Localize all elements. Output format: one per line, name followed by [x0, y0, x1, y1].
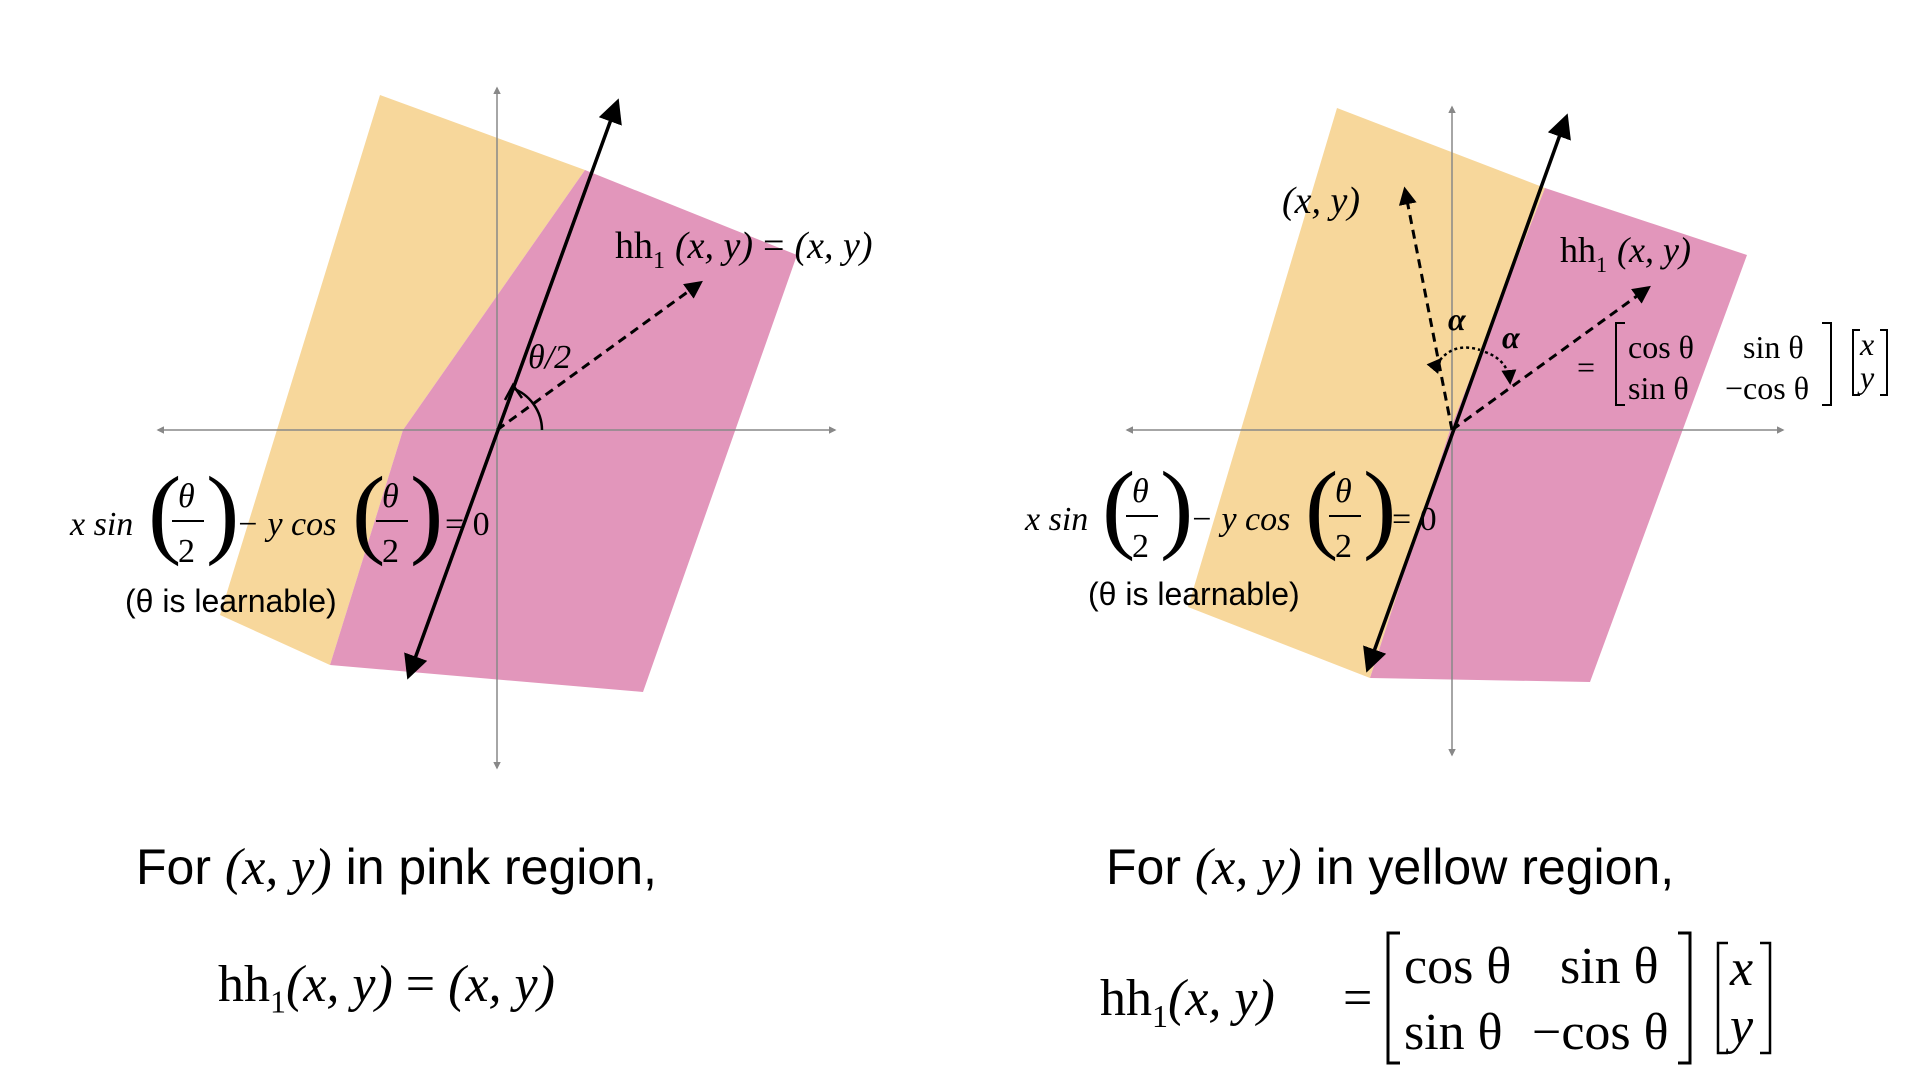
left-line-equation: x sin ( θ 2 ) − y cos ( θ 2 ) = 0	[69, 456, 490, 570]
right-caption: For (x, y) in yellow region,	[1106, 839, 1675, 896]
svg-text:θ: θ	[382, 478, 399, 515]
svg-text:cos θ: cos θ	[1404, 938, 1511, 995]
left-caption: For (x, y) in pink region,	[136, 839, 657, 896]
right-dashed-vector-output	[1451, 285, 1651, 432]
svg-text:x: x	[1729, 940, 1753, 997]
svg-text:=: =	[1343, 970, 1372, 1027]
right-small-matrix: = cos θ sin θ sin θ −cos θ x y	[1577, 322, 1888, 406]
svg-text:−cos θ: −cos θ	[1532, 1004, 1669, 1061]
svg-text:θ: θ	[1335, 473, 1352, 510]
svg-text:= 0: = 0	[1392, 501, 1437, 538]
svg-text:): )	[1363, 451, 1396, 562]
svg-text:− y cos: − y cos	[1190, 501, 1290, 538]
svg-text:hh1(x, y): hh1(x, y)	[1100, 970, 1275, 1034]
left-panel: hh1(x, y)=(x, y) θ/2 x sin ( θ 2 ) − y c…	[69, 86, 873, 770]
right-formula: hh1(x, y) = cos θ sin θ sin θ −cos θ x y	[1100, 925, 1900, 1070]
svg-text:y: y	[1857, 359, 1875, 395]
right-note: (θ is learnable)	[1088, 576, 1300, 612]
svg-text:− y cos: − y cos	[236, 506, 336, 543]
left-map-label: hh1(x, y)=(x, y)	[615, 225, 873, 274]
right-alpha-arc-right	[1484, 350, 1517, 385]
svg-text:): )	[1160, 451, 1193, 562]
right-line-equation: x sin ( θ 2 ) − y cos ( θ 2 ) = 0	[1024, 451, 1437, 565]
svg-text:sin θ: sin θ	[1404, 1004, 1503, 1061]
svg-text:θ: θ	[178, 478, 195, 515]
svg-text:2: 2	[1132, 528, 1149, 565]
svg-text:cos θ: cos θ	[1628, 329, 1694, 365]
right-point-label: (x, y)	[1282, 180, 1360, 222]
right-boundary-line	[1363, 113, 1571, 673]
left-dashed-vector	[496, 280, 703, 432]
svg-text:2: 2	[1335, 528, 1352, 565]
svg-text:(: (	[1102, 451, 1135, 562]
svg-text:(: (	[148, 456, 181, 567]
right-panel: α α (x, y) hh1(x, y) = cos θ sin θ sin θ…	[1024, 105, 1888, 757]
svg-text:sin θ: sin θ	[1743, 329, 1804, 365]
svg-text:(: (	[352, 456, 385, 567]
svg-text:): )	[410, 456, 443, 567]
right-dashed-vector-input	[1398, 186, 1454, 431]
svg-text:x sin: x sin	[1024, 501, 1088, 538]
svg-text:x sin: x sin	[69, 506, 133, 543]
svg-text:(: (	[1305, 451, 1338, 562]
svg-text:2: 2	[178, 533, 195, 570]
svg-text:−cos θ: −cos θ	[1725, 370, 1809, 406]
svg-text:θ: θ	[1132, 473, 1149, 510]
right-map-label: hh1(x, y)	[1560, 230, 1691, 277]
svg-text:sin θ: sin θ	[1628, 370, 1689, 406]
svg-text:2: 2	[382, 533, 399, 570]
svg-text:= 0: = 0	[445, 506, 490, 543]
svg-text:y: y	[1725, 998, 1754, 1055]
left-formula: hh1(x, y) = (x, y)	[218, 956, 555, 1020]
left-angle-arrowhead	[503, 382, 524, 401]
left-angle-label: θ/2	[528, 339, 571, 376]
svg-text:): )	[206, 456, 239, 567]
right-alpha-right: α	[1502, 319, 1521, 355]
svg-text:x: x	[1859, 326, 1874, 362]
svg-text:sin θ: sin θ	[1560, 938, 1659, 995]
right-formula-svg: hh1(x, y) = cos θ sin θ sin θ −cos θ x y	[1100, 931, 1772, 1065]
left-note: (θ is learnable)	[125, 583, 337, 619]
svg-text:=: =	[1577, 349, 1595, 385]
right-alpha-left: α	[1448, 301, 1467, 337]
